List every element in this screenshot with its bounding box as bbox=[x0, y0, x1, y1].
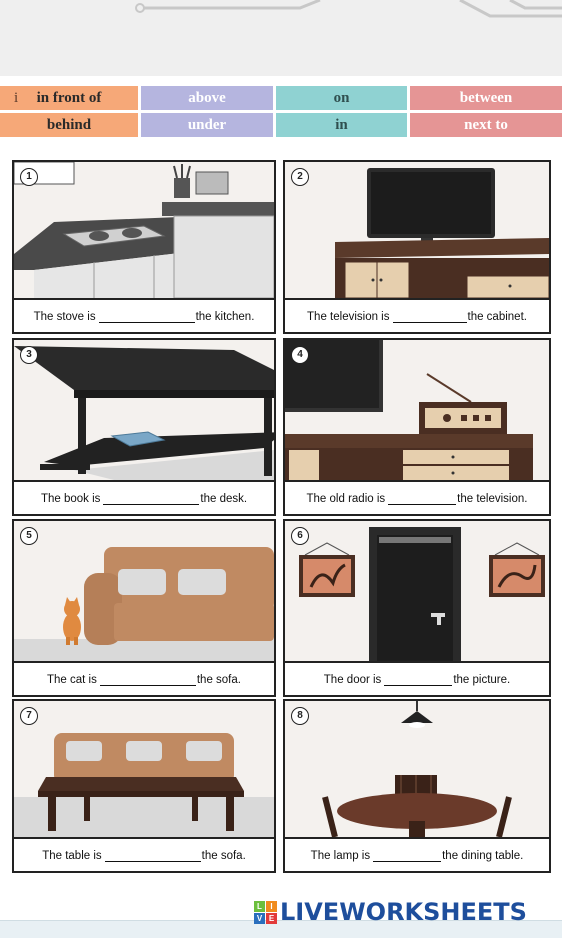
word-in: in bbox=[276, 113, 407, 137]
word-above: above bbox=[141, 86, 273, 110]
exercise-card-8: 8 The lamp is the dining table. bbox=[283, 699, 551, 873]
sentence-3: The book is the desk. bbox=[40, 493, 248, 505]
answer-blank-3[interactable] bbox=[103, 493, 200, 505]
answer-blank-1[interactable] bbox=[98, 311, 195, 323]
liveworksheets-logo-icon: L I V E bbox=[254, 900, 277, 924]
answer-blank-6[interactable] bbox=[384, 674, 453, 686]
circuit-decoration-icon bbox=[135, 0, 562, 18]
exercise-card-1: 1 The stove is the kitchen. bbox=[12, 160, 276, 334]
number-badge: 7 bbox=[20, 707, 38, 725]
door-pictures-illustration bbox=[285, 521, 549, 663]
exercise-card-4: 4 The old radio is the television. bbox=[283, 338, 551, 516]
header-band bbox=[0, 0, 562, 76]
sentence-6: The door is the picture. bbox=[323, 674, 511, 686]
radio-illustration bbox=[285, 340, 549, 482]
exercise-card-6: 6 The door is the picture. bbox=[283, 519, 551, 697]
number-badge: 4 bbox=[291, 346, 309, 364]
number-badge: 5 bbox=[20, 527, 38, 545]
sentence-8: The lamp is the dining table. bbox=[310, 850, 524, 862]
answer-blank-4[interactable] bbox=[388, 493, 457, 505]
footer-bar bbox=[0, 920, 562, 938]
answer-blank-5[interactable] bbox=[99, 674, 196, 686]
sofa-cat-illustration bbox=[14, 521, 274, 663]
number-badge: 1 bbox=[20, 168, 38, 186]
lamp-table-illustration bbox=[285, 701, 549, 839]
table-sofa-illustration bbox=[14, 701, 274, 839]
answer-blank-7[interactable] bbox=[104, 850, 201, 862]
word-behind: behind bbox=[0, 113, 138, 137]
kitchen-illustration bbox=[14, 162, 274, 300]
number-badge: 3 bbox=[20, 346, 38, 364]
exercise-card-3: 3 The book is the desk. bbox=[12, 338, 276, 516]
word-next-to: next to bbox=[410, 113, 562, 137]
word-in-front-of: i in front of bbox=[0, 86, 138, 110]
answer-blank-8[interactable] bbox=[373, 850, 442, 862]
sentence-7: The table is the sofa. bbox=[42, 850, 246, 862]
sentence-1: The stove is the kitchen. bbox=[33, 311, 255, 323]
liveworksheets-logo[interactable]: L I V E LIVEWORKSHEETS bbox=[254, 898, 527, 926]
exercise-card-7: 7 The table is the sofa. bbox=[12, 699, 276, 873]
sentence-5: The cat is the sofa. bbox=[47, 674, 241, 686]
sentence-4: The old radio is the television. bbox=[306, 493, 528, 505]
sentence-2: The television is the cabinet. bbox=[307, 311, 527, 323]
word-bank: i in front of above on between behind un… bbox=[0, 84, 562, 138]
answer-blank-2[interactable] bbox=[392, 311, 467, 323]
word-between: between bbox=[410, 86, 562, 110]
number-badge: 2 bbox=[291, 168, 309, 186]
exercise-card-2: 2 The television is the cabinet. bbox=[283, 160, 551, 334]
exercise-card-5: 5 The cat is the sofa. bbox=[12, 519, 276, 697]
number-badge: 8 bbox=[291, 707, 309, 725]
word-on: on bbox=[276, 86, 407, 110]
number-badge: 6 bbox=[291, 527, 309, 545]
desk-illustration bbox=[14, 340, 274, 482]
logo-text: LIVEWORKSHEETS bbox=[280, 898, 527, 926]
tv-cabinet-illustration bbox=[285, 162, 549, 300]
cursor-mark: i bbox=[14, 90, 19, 106]
word-under: under bbox=[141, 113, 273, 137]
